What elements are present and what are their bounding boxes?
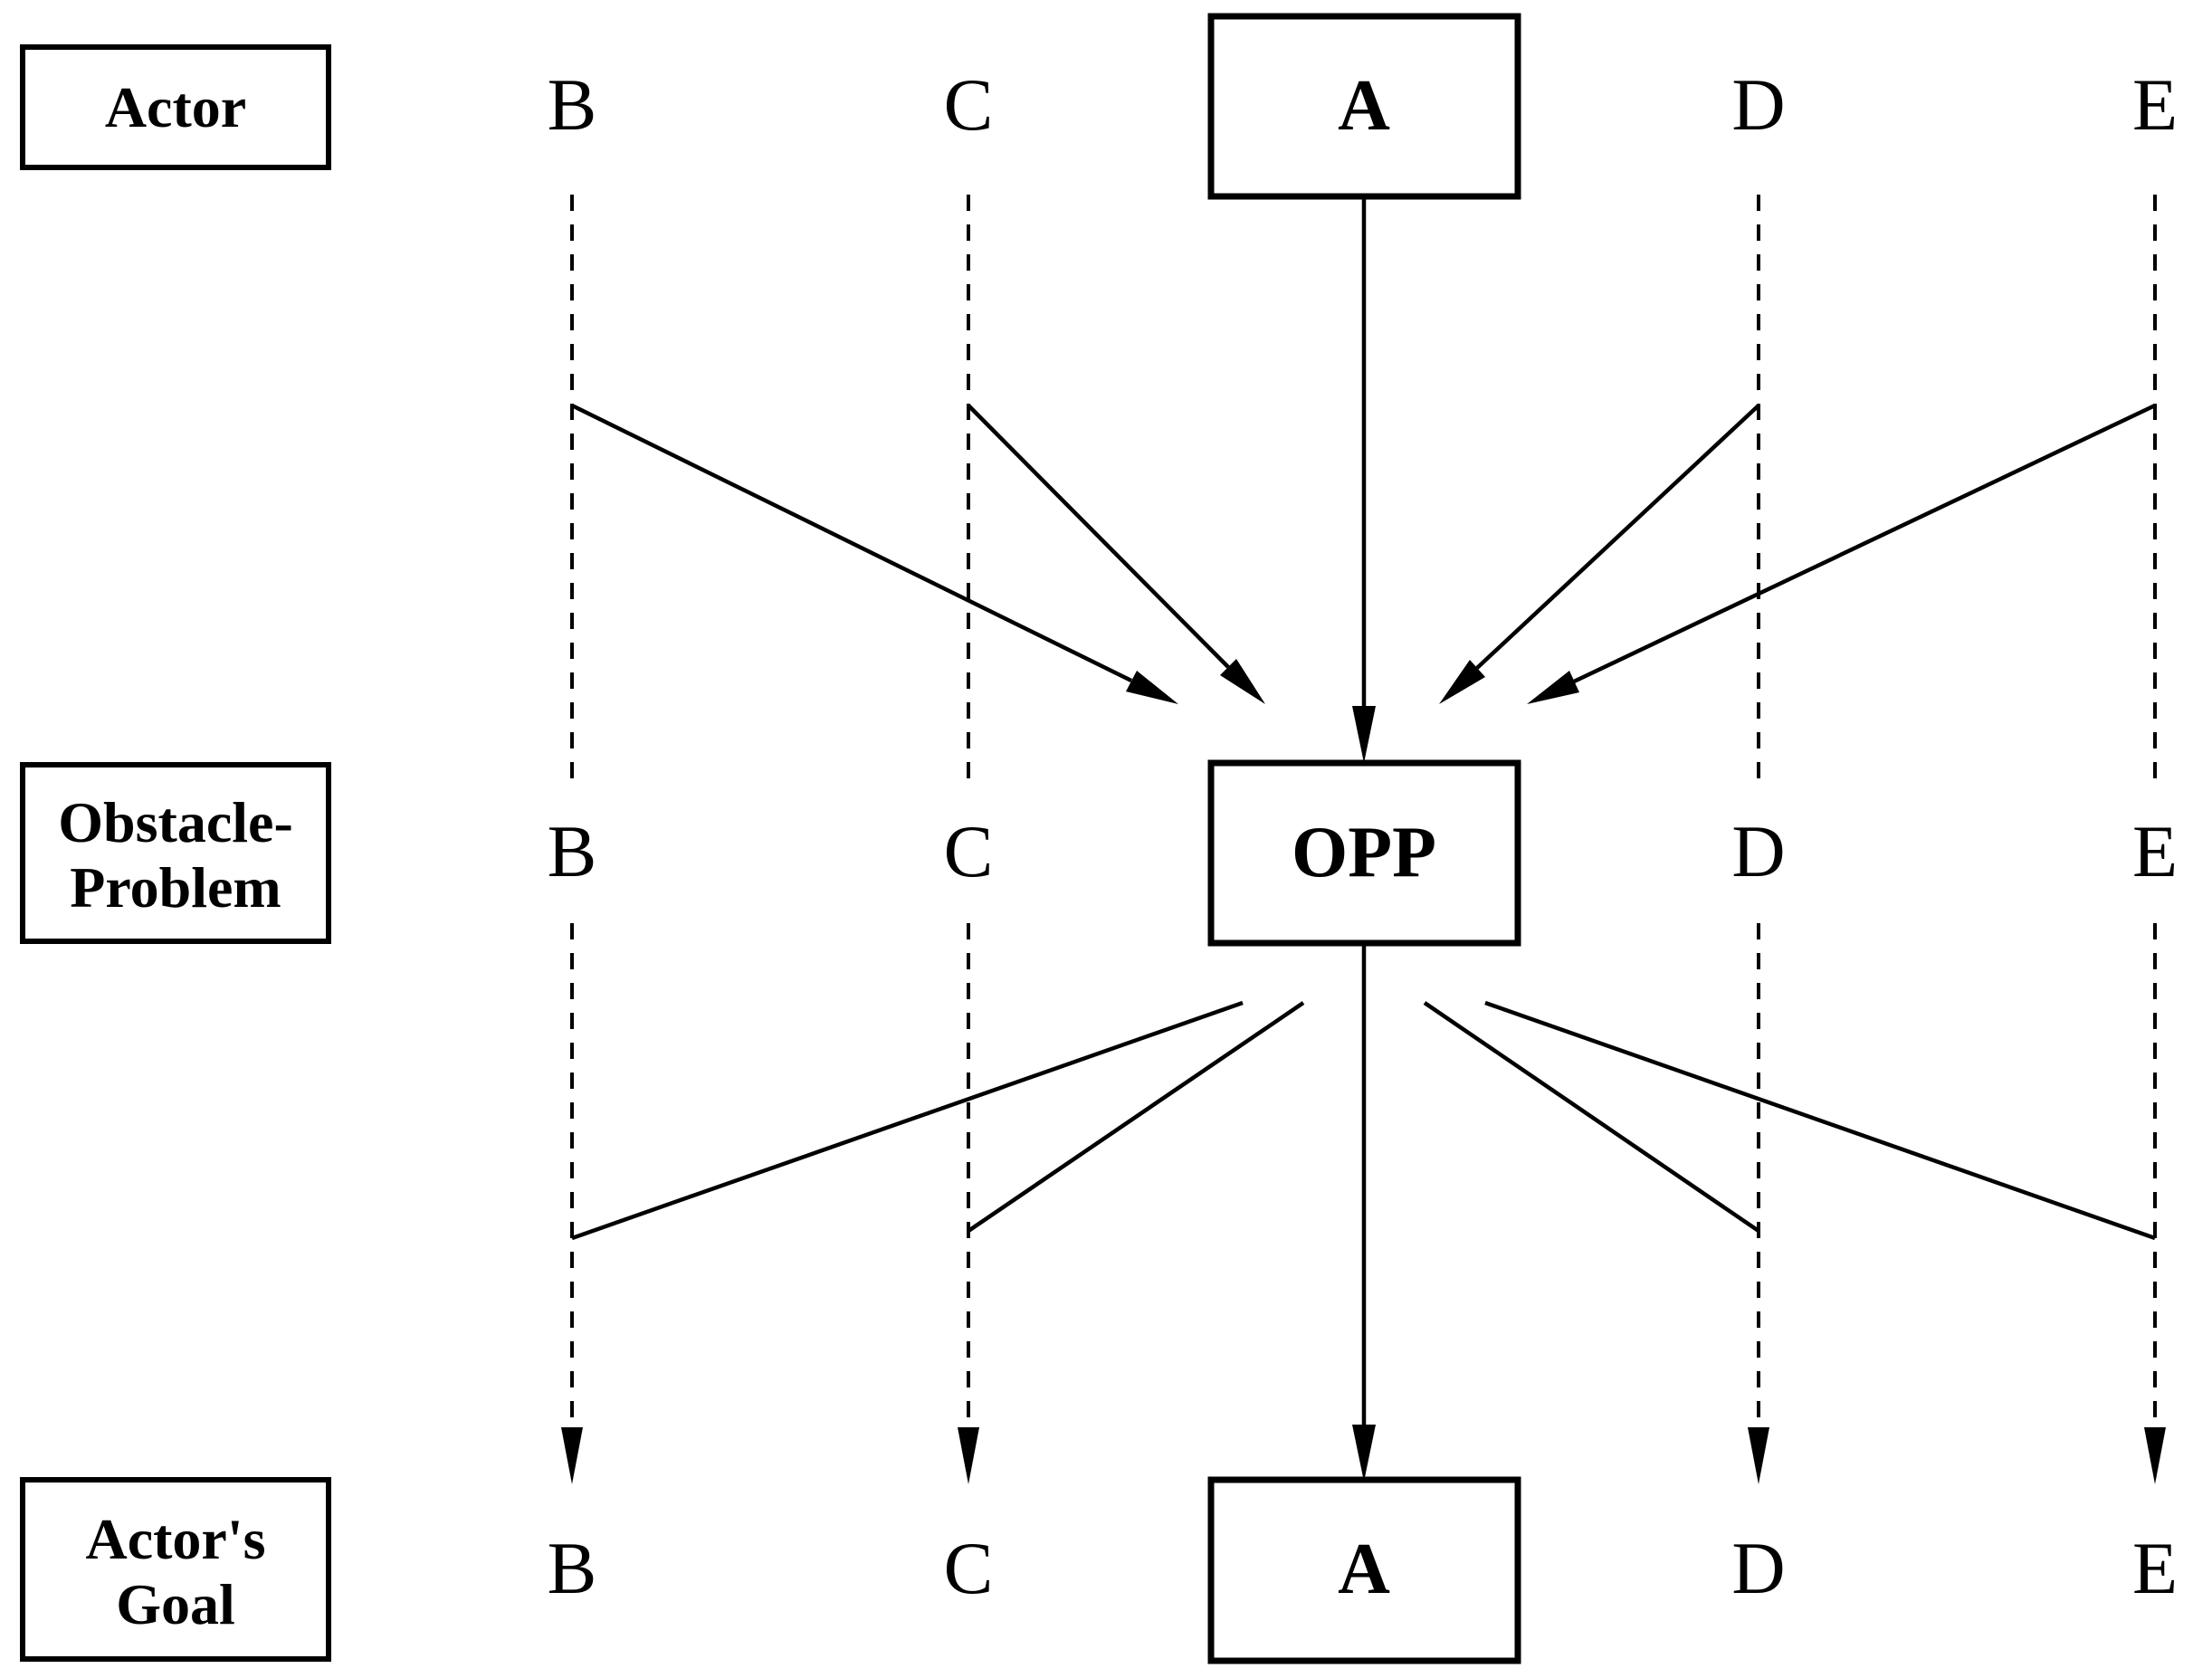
arrowhead-into-goal-a-box [1352, 1425, 1376, 1482]
opp-box-label: OPP [1292, 813, 1436, 892]
goal-label-box [20, 1477, 331, 1662]
actor-a-box [1207, 13, 1521, 200]
actor-letter-a: A [1338, 66, 1390, 146]
arrowhead-b-to-opp [1126, 671, 1178, 704]
opp-box [1207, 759, 1521, 947]
goal-letter-a: A [1338, 1530, 1390, 1609]
obstacle-letter-c: C [944, 810, 994, 892]
obstacle-row-label-line2: Problem [70, 855, 281, 920]
arrowhead-goal-e [2144, 1427, 2166, 1484]
goal-letter-e: E [2132, 1527, 2178, 1609]
actor-letter-c: C [944, 63, 994, 146]
goal-row-label-line2: Goal [116, 1572, 235, 1636]
obstacle-label-box [20, 762, 331, 944]
obstacle-row-label-line1: Obstacle- [58, 790, 293, 854]
obstacle-letter-d: D [1731, 810, 1785, 892]
actor-letter-b: B [548, 63, 597, 146]
goal-letter-b: B [548, 1527, 597, 1609]
actor-letter-e: E [2132, 63, 2178, 146]
obstacle-letter-b: B [548, 810, 597, 892]
arrow-line-c-to-opp [967, 404, 1230, 669]
arrowhead-goal-b [561, 1427, 583, 1484]
arrowhead-goal-d [1748, 1427, 1769, 1484]
goal-letter-c: C [944, 1527, 994, 1609]
goal-letter-d: D [1731, 1527, 1785, 1609]
arrowhead-c-to-opp [1220, 659, 1265, 704]
goal-row-label-line1: Actor's [85, 1507, 265, 1571]
arrow-line-d-to-opp [1475, 404, 1760, 670]
arrow-line-e-to-opp [1573, 403, 2156, 684]
arrowhead-e-to-opp [1527, 671, 1579, 704]
actor-letter-d: D [1731, 63, 1785, 146]
goal-a-box [1207, 1476, 1521, 1664]
fan-line-opp-to-c [967, 1001, 1305, 1233]
actor-label-box [20, 44, 331, 170]
fan-line-opp-to-e [1484, 1000, 2156, 1241]
arrowhead-into-opp-box [1352, 706, 1376, 763]
arrowhead-d-to-opp [1439, 660, 1485, 704]
fan-line-opp-to-d [1423, 1001, 1760, 1233]
arrowhead-goal-c [958, 1427, 979, 1484]
arrow-line-b-to-opp [571, 403, 1132, 683]
fan-line-opp-to-b [571, 1000, 1244, 1241]
obstacle-letter-e: E [2132, 810, 2178, 892]
actor-row-label: Actor [105, 75, 246, 139]
